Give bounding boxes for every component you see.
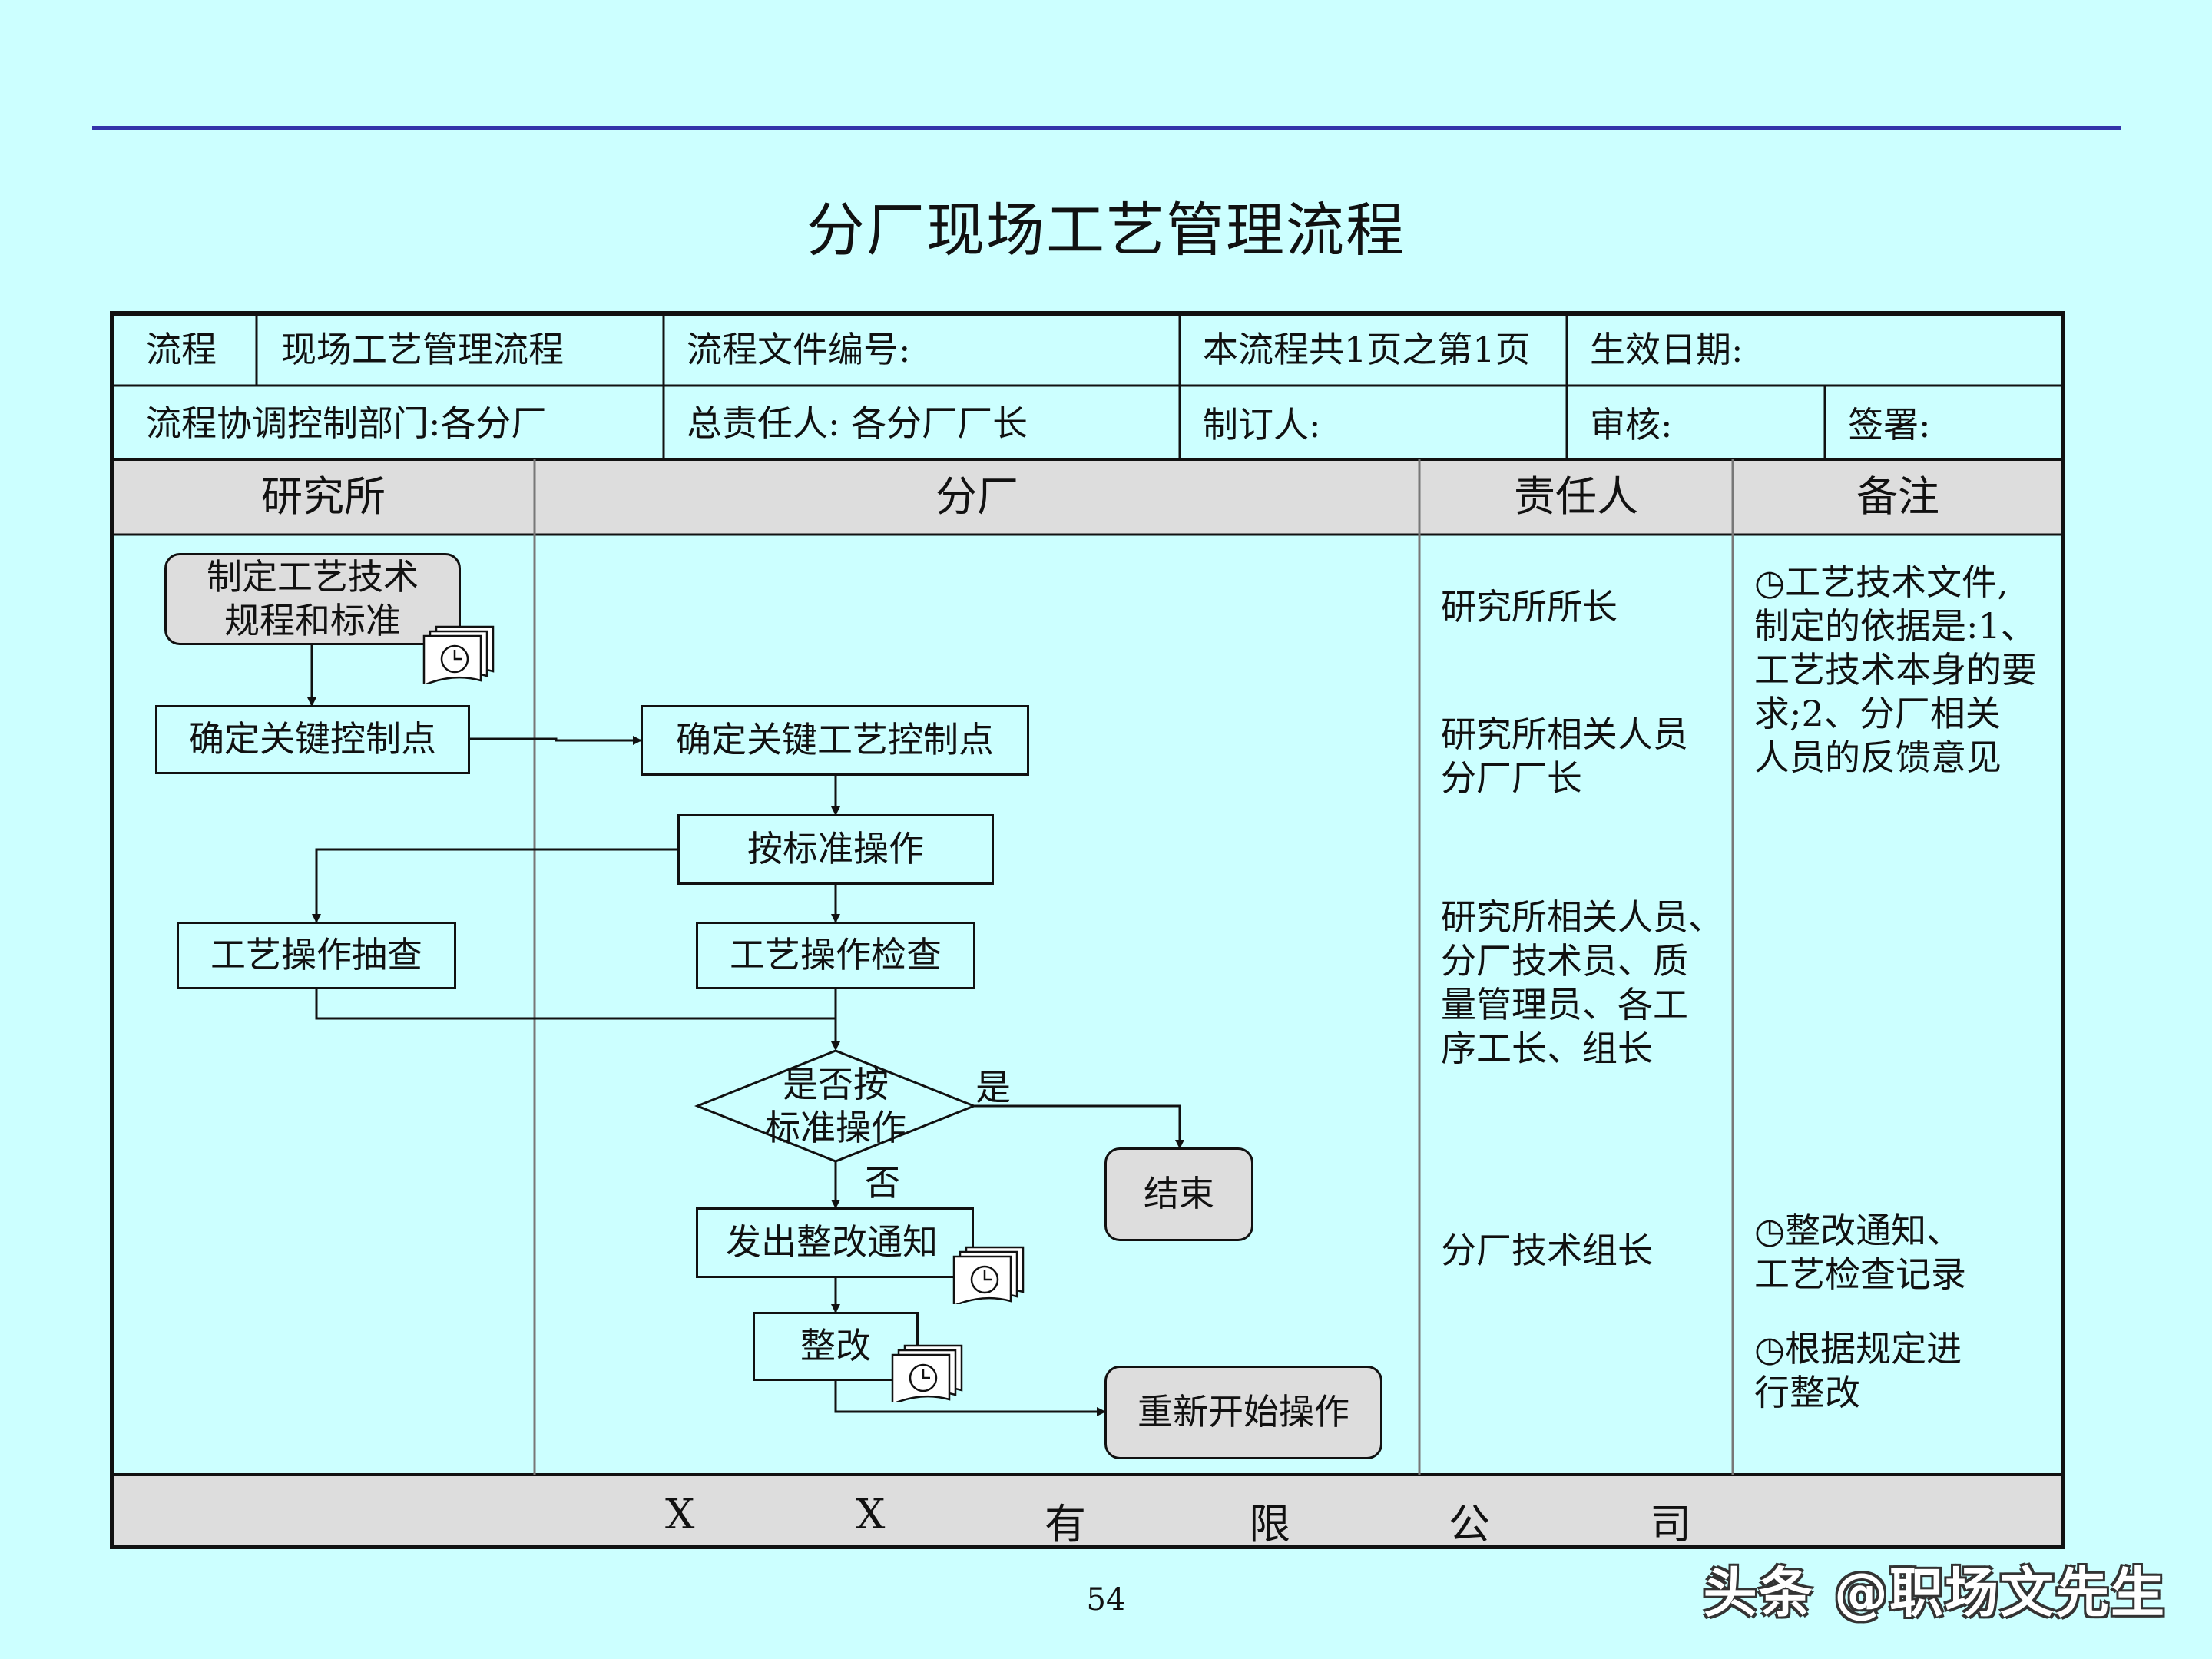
remark-1: ◷工艺技术文件, 制定的依据是:1、 工艺技术本身的要 求;2、分厂相关 人员的… xyxy=(1754,561,2037,778)
responsible-2: 研究所相关人员 分厂厂长 xyxy=(1441,714,1688,799)
header-process-name: 现场工艺管理流程 xyxy=(281,329,564,370)
arrow-b2-b3 xyxy=(470,736,642,745)
step-key-control-points: 确定关键控制点 xyxy=(155,705,470,774)
arrow-yes-b8 xyxy=(974,1104,1184,1149)
footer-char: 限 xyxy=(1249,1500,1290,1548)
page-number: 54 xyxy=(1086,1582,1126,1618)
step-define-standards: 制定工艺技术 规程和标准 xyxy=(164,553,461,645)
column-header-branch-factory: 分厂 xyxy=(935,472,1018,521)
footer-char: 公 xyxy=(1449,1500,1490,1548)
page-title: 分厂现场工艺管理流程 xyxy=(806,196,1406,264)
top-rule xyxy=(92,126,2121,130)
header-page-count: 本流程共1页之第1页 xyxy=(1203,329,1531,370)
footer-char: X xyxy=(665,1490,695,1538)
footer-char: X xyxy=(856,1490,886,1538)
label-no: 否 xyxy=(865,1162,900,1204)
header-file-number: 流程文件编号: xyxy=(687,329,911,370)
header-process-label: 流程 xyxy=(146,329,217,370)
column-header-responsible: 责任人 xyxy=(1514,472,1638,521)
step-issue-notice: 发出整改通知 xyxy=(696,1207,974,1278)
step-rectify: 整改 xyxy=(753,1312,919,1381)
header-owner: 总责任人: 各分厂厂长 xyxy=(687,402,1028,444)
column-header-band xyxy=(112,461,2063,535)
document-stack-icon xyxy=(422,625,495,684)
responsible-3: 研究所相关人员、 分厂技术员、质 量管理员、各工 序工长、组长 xyxy=(1441,896,1724,1069)
document-stack-icon xyxy=(891,1344,963,1402)
column-header-research-institute: 研究所 xyxy=(261,472,386,521)
watermark: 头条 @职场文先生 xyxy=(1703,1561,2166,1624)
label-yes: 是 xyxy=(975,1067,1011,1108)
column-header-remarks: 备注 xyxy=(1856,472,1939,521)
line-b5-merge xyxy=(315,989,836,1020)
footer-char: 有 xyxy=(1045,1500,1086,1548)
responsible-4: 分厂技术组长 xyxy=(1441,1230,1653,1271)
step-operate-by-standard: 按标准操作 xyxy=(677,814,994,885)
header-effective-date: 生效日期: xyxy=(1590,329,1743,370)
decision-diamond xyxy=(694,1049,978,1163)
document-stack-icon xyxy=(952,1246,1025,1304)
header-reviewer: 审核: xyxy=(1590,404,1673,445)
decision-label: 是否按 标准操作 xyxy=(765,1064,906,1148)
header-coordinating-dept: 流程协调控制部门:各分厂 xyxy=(146,402,547,444)
responsible-1: 研究所所长 xyxy=(1441,586,1618,628)
step-key-process-points: 确定关键工艺控制点 xyxy=(641,705,1029,776)
footer-char: 司 xyxy=(1650,1500,1691,1548)
step-restart: 重新开始操作 xyxy=(1104,1366,1382,1459)
table-frame xyxy=(110,311,2065,1549)
step-spot-check: 工艺操作抽查 xyxy=(177,922,456,989)
arrow-b4-b5 xyxy=(312,848,679,923)
remark-3: ◷根据规定进 行整改 xyxy=(1754,1328,1962,1413)
header-signer: 签署: xyxy=(1848,404,1931,445)
header-author: 制订人: xyxy=(1203,404,1321,445)
remark-2: ◷整改通知、 工艺检查记录 xyxy=(1754,1210,1966,1295)
step-inspection: 工艺操作检查 xyxy=(696,922,975,989)
step-end: 结束 xyxy=(1104,1147,1253,1241)
footer-band xyxy=(112,1475,2063,1547)
arrow-b10-b11 xyxy=(834,1379,1106,1416)
